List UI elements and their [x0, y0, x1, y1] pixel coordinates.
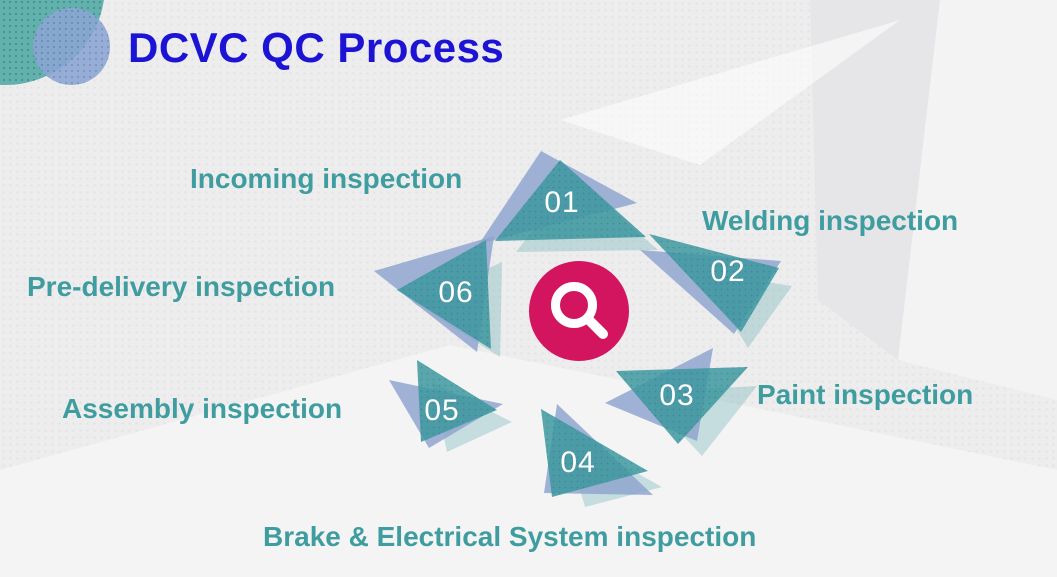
center-badge: [529, 261, 629, 361]
step-02-triangles: [640, 234, 792, 348]
step-label-pre-delivery-inspection: Pre-delivery inspection: [27, 271, 336, 302]
magnifier-icon: [551, 282, 608, 339]
step-01-triangles: [479, 151, 658, 252]
page-title: DCVC QC Process: [128, 24, 505, 71]
decorative-blue-circle: [33, 8, 110, 85]
step-label-paint-inspection: Paint inspection: [757, 379, 974, 410]
step-04-triangles: [541, 404, 662, 507]
step-04-number: 04: [560, 446, 596, 479]
step-05-number: 05: [424, 394, 460, 427]
step-01-number: 01: [544, 186, 580, 219]
step-03-number: 03: [659, 379, 695, 412]
step-label-welding-inspection: Welding inspection: [702, 205, 959, 236]
step-06-triangles: [374, 236, 502, 357]
step-05-triangles: [389, 360, 512, 452]
step-label-incoming-inspection: Incoming inspection: [190, 163, 463, 194]
step-03-triangles: [605, 348, 757, 456]
step-06-number: 06: [438, 276, 474, 309]
step-label-brake-electrical-inspection: Brake & Electrical System inspection: [263, 521, 757, 552]
step-label-assembly-inspection: Assembly inspection: [62, 393, 343, 424]
step-02-number: 02: [710, 255, 746, 288]
